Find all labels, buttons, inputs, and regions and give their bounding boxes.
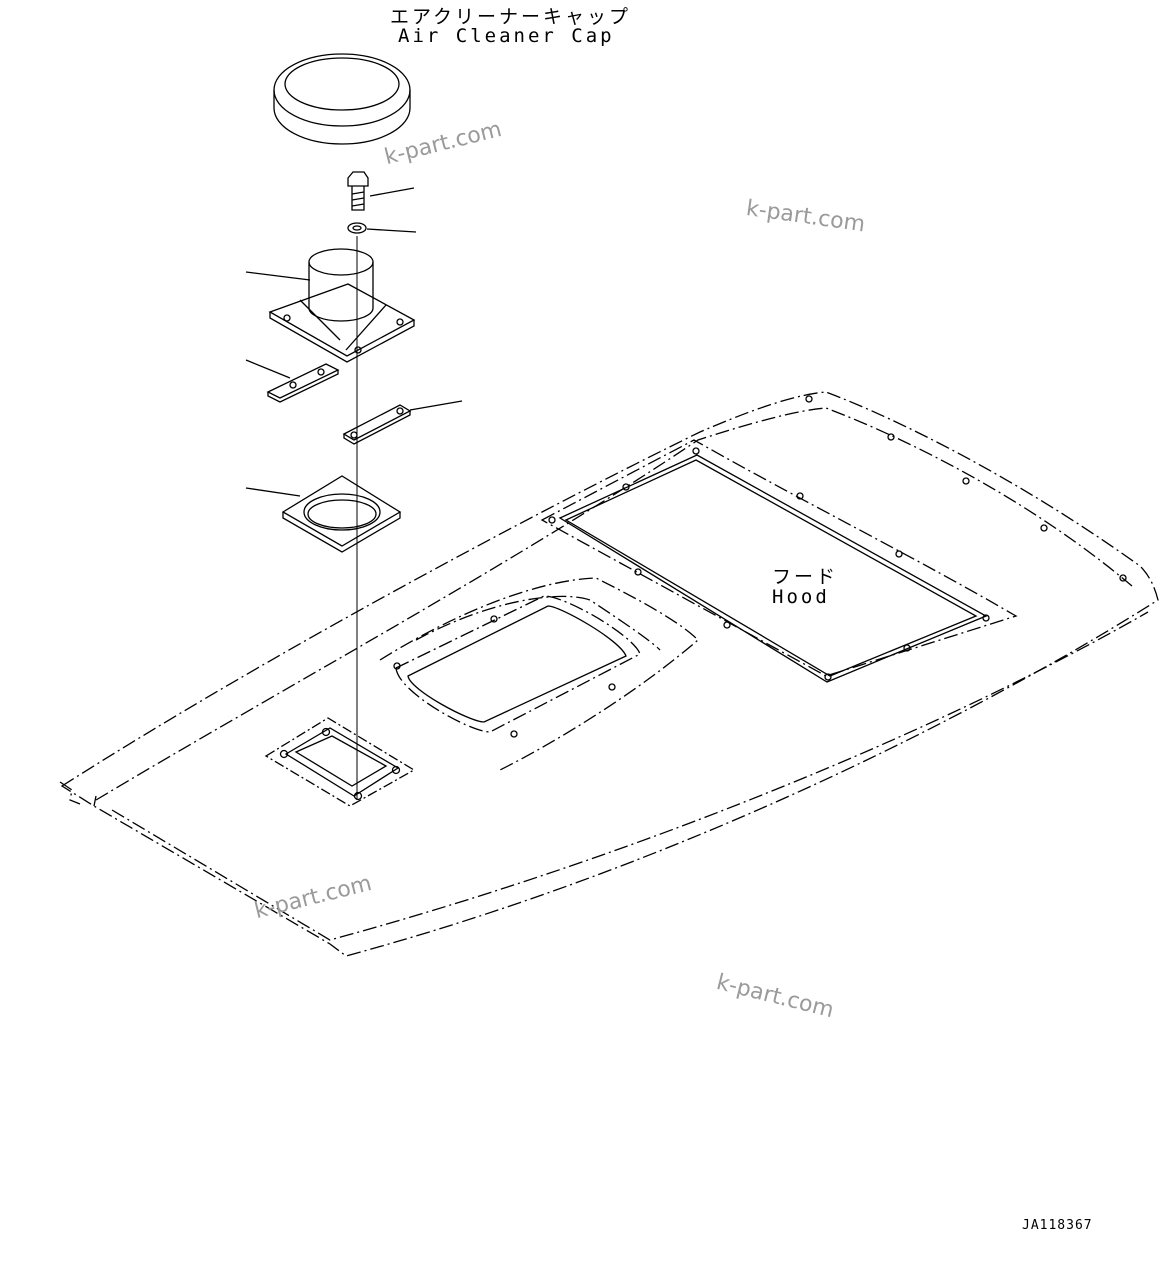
intake-pipe-bracket: [268, 248, 416, 363]
leader-line-plate-right: [409, 400, 463, 411]
air-cleaner-cap: [273, 53, 411, 145]
drawing-code: JA118367: [1022, 1218, 1093, 1233]
air-cleaner-cap-label-en: Air Cleaner Cap: [398, 25, 615, 47]
air-cleaner-mount: [264, 717, 416, 807]
spacer-plate-right: [342, 404, 412, 445]
leader-line-pipe: [245, 271, 311, 281]
leader-line-plate-left: [245, 359, 291, 379]
gasket: [281, 475, 402, 553]
air-cleaner-cap-label-jp: エアクリーナーキャップ: [390, 6, 632, 28]
spacer-plate-left: [266, 363, 340, 403]
hood-panel: [59, 391, 1159, 957]
leader-line-bolt: [369, 187, 415, 197]
hood-center-opening: [395, 595, 641, 733]
washer: [347, 222, 367, 234]
leader-line-gasket: [245, 487, 301, 497]
leader-line-washer: [366, 228, 417, 233]
hood-bolts: [393, 395, 1127, 738]
bolt: [347, 171, 369, 211]
hood-label-jp: フード: [772, 566, 839, 588]
hood-opening: [558, 454, 988, 683]
hood-label-en: Hood: [772, 586, 830, 608]
